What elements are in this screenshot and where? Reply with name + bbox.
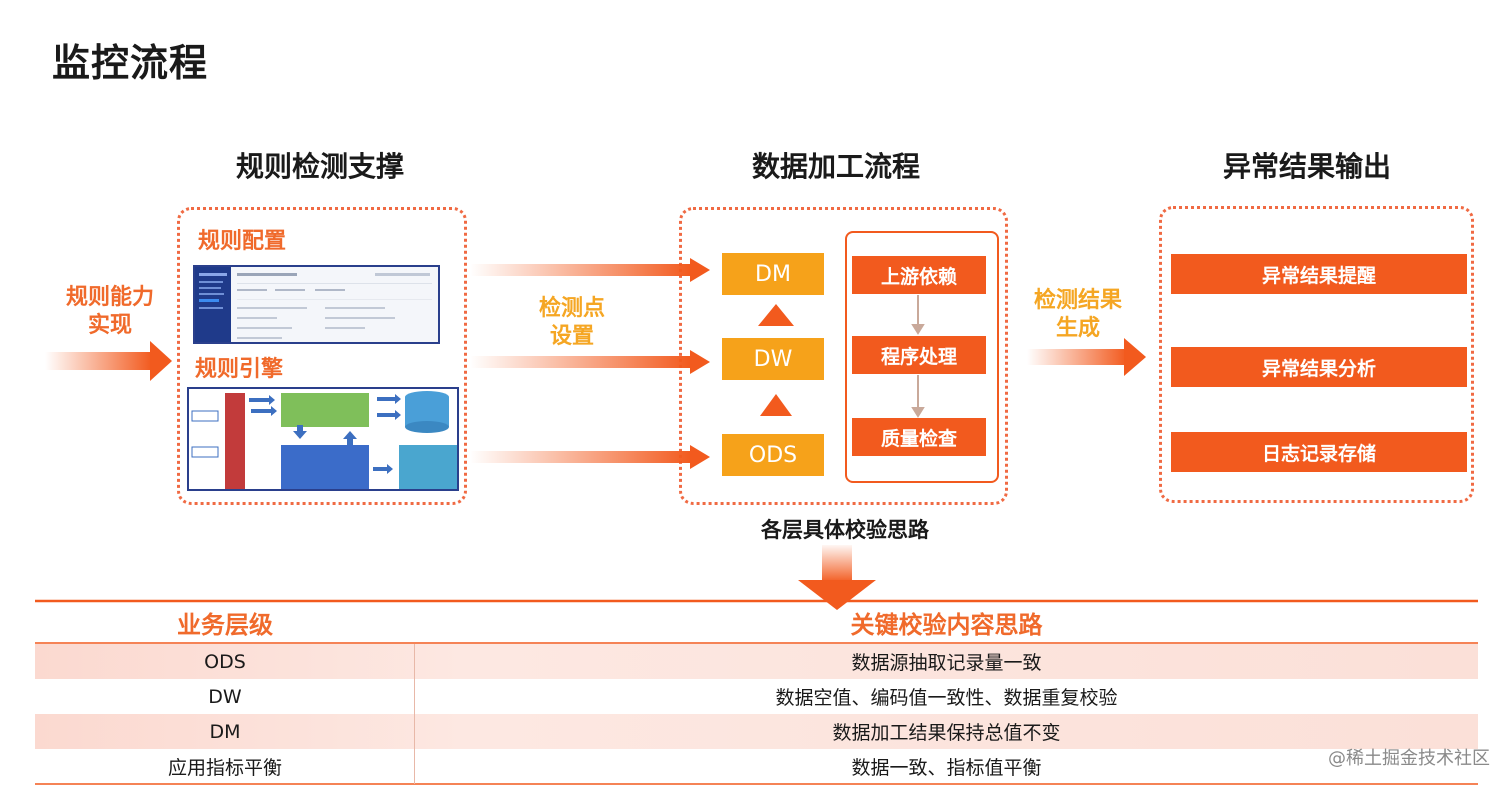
table-header-level: 业务层级 xyxy=(177,611,273,639)
output-box xyxy=(1159,206,1474,503)
rule-engine-thumbnail xyxy=(187,387,459,491)
table-row: 应用指标平衡 数据一致、指标值平衡 xyxy=(35,749,1478,784)
row-level: DM xyxy=(209,720,241,743)
table-row: DM 数据加工结果保持总值不变 xyxy=(35,714,1478,749)
rule-config-label: 规则配置 xyxy=(198,229,287,254)
row-content: 数据加工结果保持总值不变 xyxy=(832,722,1061,744)
up-triangle-dw-dm xyxy=(758,304,794,326)
layer-ods: ODS xyxy=(722,434,824,476)
checkpoint-arrow-ods xyxy=(470,445,710,469)
step-arrow-2 xyxy=(911,375,925,418)
rule-config-thumbnail xyxy=(193,265,440,344)
caption-layer-logic: 各层具体校验思路 xyxy=(761,518,929,542)
step-quality: 质量检查 xyxy=(852,418,986,456)
table-row: ODS 数据源抽取记录量一致 xyxy=(35,644,1478,679)
step-arrow-1 xyxy=(911,295,925,335)
checkpoint-arrow-dm xyxy=(470,258,710,282)
row-level: DW xyxy=(208,685,242,708)
row-content: 数据源抽取记录量一致 xyxy=(851,652,1042,674)
checkpoint-label: 检测点 设置 xyxy=(538,296,605,349)
rule-support-box xyxy=(177,207,467,505)
result-label: 检测结果 生成 xyxy=(1033,288,1122,341)
table-column-divider xyxy=(414,644,415,784)
table-row: DW 数据空值、编码值一致性、数据重复校验 xyxy=(35,679,1478,714)
step-container xyxy=(845,231,999,483)
watermark: @稀土掘金技术社区 xyxy=(1328,748,1490,769)
layer-dm: DM xyxy=(722,253,824,295)
checkpoint-arrow-dw xyxy=(470,350,710,374)
rule-engine-label: 规则引擎 xyxy=(195,357,284,382)
up-triangle-ods-dw xyxy=(760,394,792,416)
section-title-output: 异常结果输出 xyxy=(1222,150,1391,183)
section-title-rule: 规则检测支撑 xyxy=(235,150,404,183)
output-log: 日志记录存储 xyxy=(1171,432,1467,472)
row-level: ODS xyxy=(204,650,246,673)
result-arrow xyxy=(1027,338,1146,376)
step-upstream: 上游依赖 xyxy=(852,256,986,294)
row-content: 数据一致、指标值平衡 xyxy=(851,757,1042,779)
capability-label: 规则能力 实现 xyxy=(65,285,154,338)
caption-down-arrow xyxy=(798,545,876,610)
layer-dw: DW xyxy=(722,338,824,380)
page-title: 监控流程 xyxy=(52,41,209,85)
step-program: 程序处理 xyxy=(852,336,986,374)
table-header-content: 关键校验内容思路 xyxy=(850,611,1043,639)
output-analysis: 异常结果分析 xyxy=(1171,347,1467,387)
row-content: 数据空值、编码值一致性、数据重复校验 xyxy=(775,687,1118,709)
capability-arrow xyxy=(45,341,172,381)
output-alert: 异常结果提醒 xyxy=(1171,254,1467,294)
row-level: 应用指标平衡 xyxy=(167,757,282,779)
section-title-process: 数据加工流程 xyxy=(751,150,920,183)
